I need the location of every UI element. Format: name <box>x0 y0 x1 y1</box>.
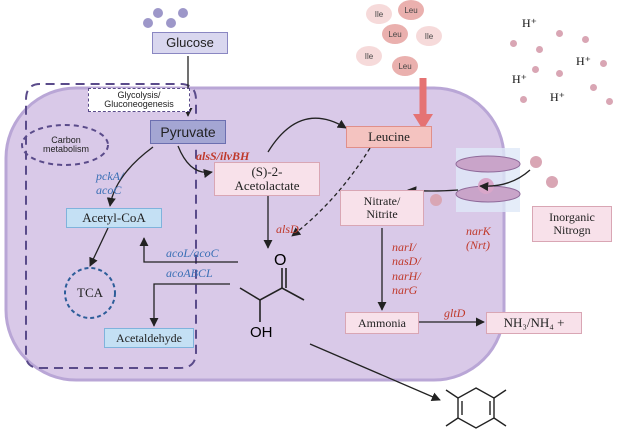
amino-acid-bubble: Ile <box>366 4 392 24</box>
dashed-region <box>25 83 197 369</box>
gene-acoa-label: acoABCL <box>166 266 213 280</box>
ion-dot-icon <box>600 60 607 67</box>
gene-alsd-label: alsD <box>276 222 299 236</box>
ion-dot-icon <box>556 70 563 77</box>
nitrate-nitrite-node: Nitrate/ Nitrite <box>340 190 424 226</box>
nh3-nh4-node: NH₃/NH₄ + <box>486 312 582 334</box>
ion-dot-icon <box>536 46 543 53</box>
glycolysis-node: Glycolysis/ Gluconeogenesis <box>88 88 190 112</box>
acetoin-hydroxyl-label: OH <box>250 324 273 341</box>
nitrogen-dot-icon <box>546 176 558 188</box>
leucine-node: Leucine <box>346 126 432 148</box>
nitrogen-dot-icon <box>430 194 442 206</box>
proton-label: H⁺ <box>512 72 527 86</box>
carbon-metabolism-outline <box>21 124 109 166</box>
glucose-dot-icon <box>166 18 176 28</box>
gene-nark-label: narK (Nrt) <box>466 224 491 253</box>
ion-dot-icon <box>510 40 517 47</box>
proton-label: H⁺ <box>522 16 537 30</box>
ion-dot-icon <box>520 96 527 103</box>
acetoin-structure <box>239 268 305 322</box>
pyruvate-node: Pyruvate <box>150 120 226 144</box>
gene-alss-label: alsS/ilvBH <box>196 149 250 163</box>
glucose-dot-icon <box>153 8 163 18</box>
proton-label: H⁺ <box>576 54 591 68</box>
transporter <box>455 148 521 212</box>
ion-dot-icon <box>582 36 589 43</box>
glucose-node: Glucose <box>152 32 228 54</box>
acetaldehyde-node: Acetaldehyde <box>104 328 194 348</box>
amino-acid-bubble: Ile <box>416 26 442 46</box>
acetyl-coa-node: Acetyl-CoA <box>66 208 162 228</box>
amino-acid-bubble: Leu <box>398 0 424 20</box>
glucose-dot-icon <box>143 18 153 28</box>
amino-acid-bubble: Ile <box>356 46 382 66</box>
nitrogen-dot-icon <box>530 156 542 168</box>
amino-acid-bubble: Leu <box>382 24 408 44</box>
acetolactate-node: (S)-2- Acetolactate <box>214 162 320 196</box>
gene-acol-label: acoL/acoC <box>166 246 219 260</box>
gene-pcka-label: pckA/ acoC <box>96 169 124 197</box>
ion-dot-icon <box>590 84 597 91</box>
ion-dot-icon <box>532 66 539 73</box>
gene-gltd-label: gltD <box>444 306 466 320</box>
proton-label: H⁺ <box>550 90 565 104</box>
acetoin-oxygen-label: O <box>274 252 287 269</box>
glucose-dot-icon <box>178 8 188 18</box>
tca-outline <box>64 267 116 319</box>
tca-node: TCA <box>77 285 103 301</box>
inorganic-nitrogen-node: Inorganic Nitrogn <box>532 206 612 242</box>
amino-acid-bubble: Leu <box>392 56 418 76</box>
pyrazine-structure <box>445 387 507 429</box>
ammonia-node: Ammonia <box>345 312 419 334</box>
ion-dot-icon <box>606 98 613 105</box>
gene-nar-label: narI/ nasD/ narH/ narG <box>392 240 421 298</box>
ion-dot-icon <box>556 30 563 37</box>
carbon-metabolism-node: Carbon metabolism <box>42 134 89 154</box>
